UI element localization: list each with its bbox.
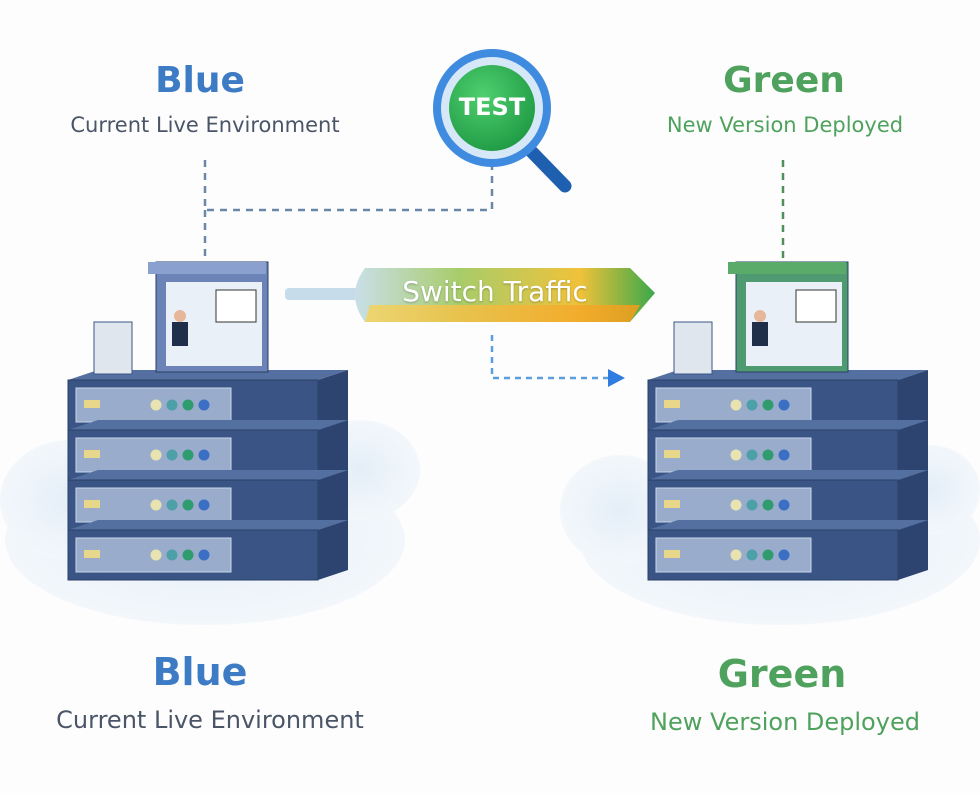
status-light (166, 399, 178, 411)
status-light (166, 549, 178, 561)
status-light (166, 449, 178, 461)
status-light (150, 399, 162, 411)
blue-title-bottom: Blue (152, 650, 248, 694)
status-light (730, 549, 742, 561)
status-light (746, 549, 758, 561)
status-light (762, 399, 774, 411)
green-subtitle-bottom: New Version Deployed (650, 708, 920, 736)
green-server-stack (647, 261, 928, 581)
status-light (778, 449, 790, 461)
server-unit (647, 520, 928, 581)
switch-traffic-arrow (285, 268, 655, 322)
operator-booth (93, 261, 269, 375)
blue-subtitle-bottom: Current Live Environment (56, 706, 364, 734)
status-light (150, 499, 162, 511)
green-subtitle-top: New Version Deployed (666, 113, 904, 137)
status-light (746, 499, 758, 511)
status-light (746, 399, 758, 411)
status-light (778, 399, 790, 411)
switch-to-green-arrow (490, 335, 625, 387)
status-light (182, 549, 194, 561)
status-light (198, 449, 210, 461)
status-light (150, 449, 162, 461)
status-light (730, 499, 742, 511)
status-light (762, 449, 774, 461)
status-light (182, 449, 194, 461)
operator-booth (673, 261, 849, 375)
status-light (198, 549, 210, 561)
status-light (778, 549, 790, 561)
test-connector (203, 160, 494, 258)
test-label: TEST (458, 93, 526, 121)
green-title-top: Green (723, 60, 845, 101)
status-light (182, 399, 194, 411)
status-light (730, 399, 742, 411)
green-title-bottom: Green (717, 652, 847, 696)
test-magnifier-icon (433, 49, 572, 193)
status-light (730, 449, 742, 461)
status-light (150, 549, 162, 561)
blue-server-stack (67, 261, 348, 581)
blue-subtitle-top: Current Live Environment (70, 113, 340, 137)
status-light (198, 499, 210, 511)
blue-title-top: Blue (155, 60, 245, 101)
status-light (778, 499, 790, 511)
status-light (198, 399, 210, 411)
switch-traffic-label: Switch Traffic (402, 275, 588, 308)
status-light (762, 549, 774, 561)
status-light (746, 449, 758, 461)
status-light (182, 499, 194, 511)
server-unit (67, 520, 348, 581)
status-light (762, 499, 774, 511)
status-light (166, 499, 178, 511)
